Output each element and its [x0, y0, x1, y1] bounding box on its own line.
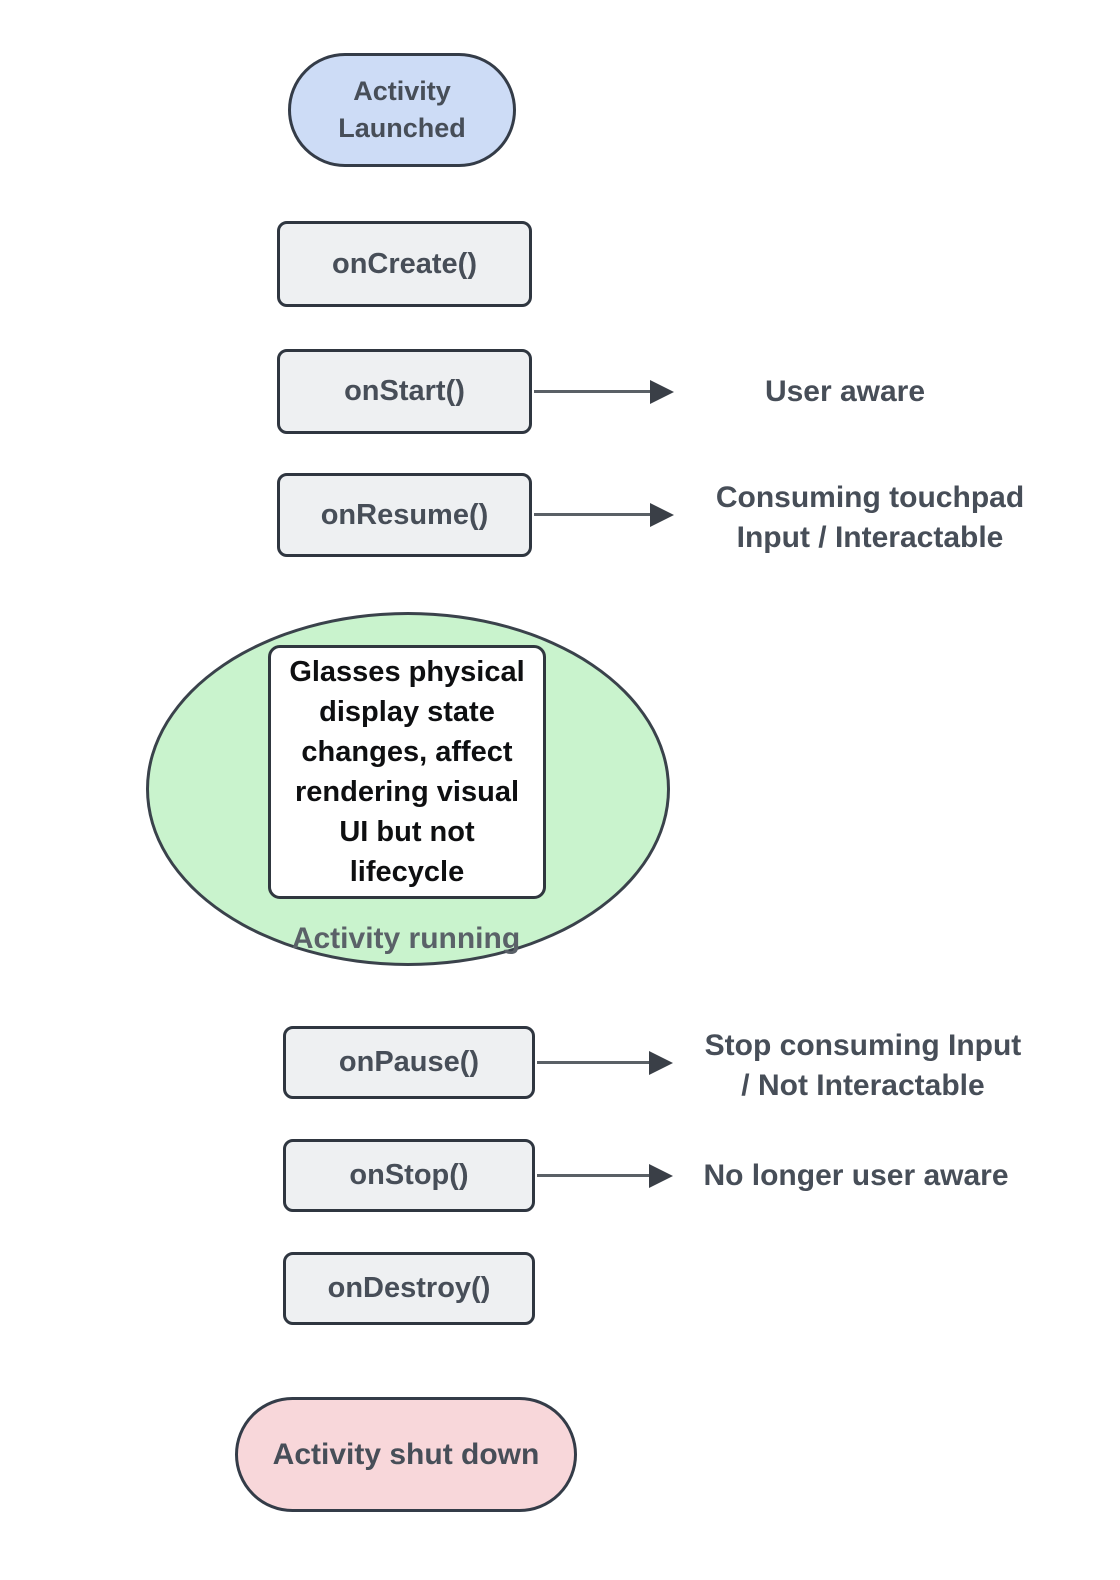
label-activity-running: Activity running: [291, 922, 521, 955]
annotation-stop-consuming-input: Stop consuming Input / Not Interactable: [704, 1029, 1022, 1102]
arrow-head-onpause-icon: [649, 1051, 673, 1075]
node-onstop: onStop(): [283, 1139, 535, 1212]
arrow-line-onstop: [537, 1174, 651, 1177]
annotation-no-longer-user-aware: No longer user aware: [703, 1159, 1009, 1192]
node-onresume: onResume(): [277, 473, 532, 557]
node-onpause: onPause(): [283, 1026, 535, 1099]
arrow-head-onstop-icon: [649, 1164, 673, 1188]
arrow-head-onresume-icon: [650, 503, 674, 527]
node-oncreate: onCreate(): [277, 221, 532, 307]
node-activity-launched: Activity Launched: [288, 53, 516, 167]
annotation-consuming-touchpad: Consuming touchpad Input / Interactable: [715, 481, 1025, 554]
annotation-user-aware: User aware: [764, 375, 926, 408]
node-onstart: onStart(): [277, 349, 532, 434]
node-ondestroy: onDestroy(): [283, 1252, 535, 1325]
arrow-head-onstart-icon: [650, 380, 674, 404]
arrow-line-onstart: [534, 390, 652, 393]
arrow-line-onresume: [534, 513, 652, 516]
node-activity-shut-down: Activity shut down: [235, 1397, 577, 1512]
note-glasses-display-state: Glasses physical display state changes, …: [268, 645, 546, 899]
arrow-line-onpause: [537, 1061, 651, 1064]
